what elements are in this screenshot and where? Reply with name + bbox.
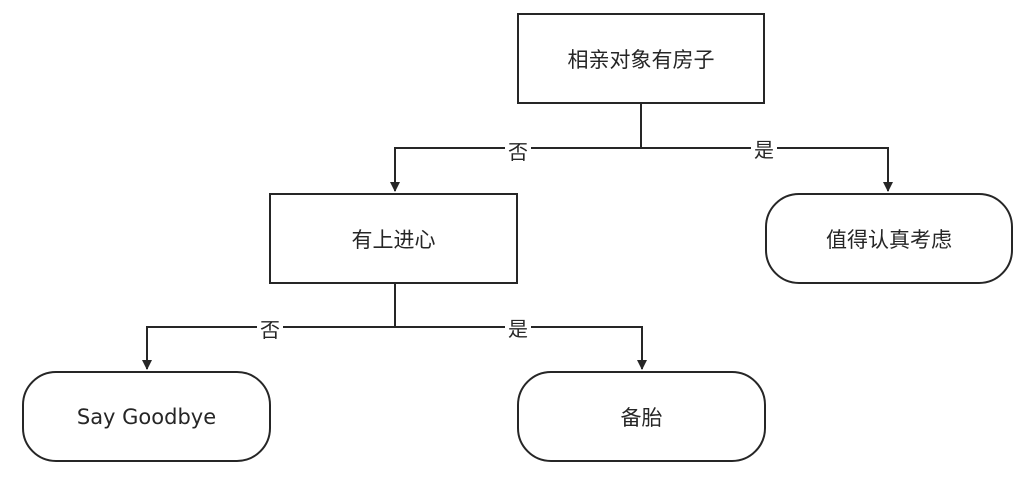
- edge-label-root-yes: 是: [751, 139, 777, 161]
- terminal-node-backup-label: 备胎: [620, 405, 663, 430]
- terminal-node-backup: 备胎: [517, 371, 766, 462]
- terminal-node-worth: 值得认真考虑: [765, 193, 1013, 284]
- decision-node-ambition: 有上进心: [269, 193, 518, 284]
- edge-label-root-no: 否: [505, 141, 531, 163]
- connector-ambition-yes: [395, 326, 647, 370]
- edge-label-ambition-yes: 是: [505, 318, 531, 340]
- terminal-node-worth-label: 值得认真考虑: [826, 227, 952, 252]
- terminal-node-goodbye: Say Goodbye: [22, 371, 271, 462]
- decision-node-ambition-label: 有上进心: [351, 227, 436, 252]
- decision-node-root-label: 相亲对象有房子: [567, 47, 715, 72]
- connector-root-yes: [641, 147, 893, 192]
- terminal-node-goodbye-label: Say Goodbye: [76, 404, 217, 429]
- decision-node-root: 相亲对象有房子: [517, 13, 765, 104]
- edge-label-ambition-no: 否: [257, 319, 283, 341]
